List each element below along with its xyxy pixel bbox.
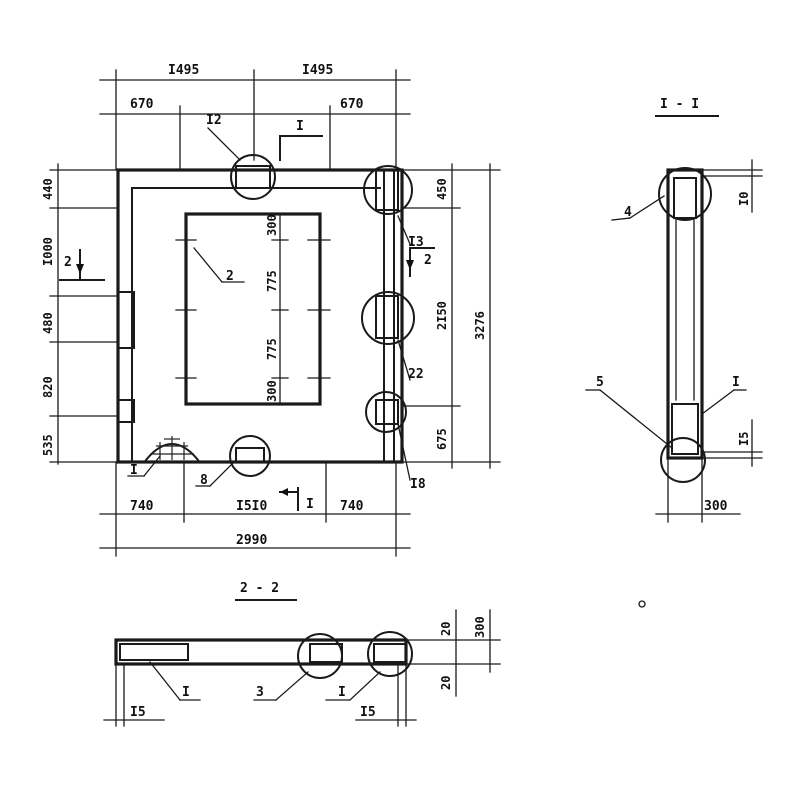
plan-left-notch-lower [117, 399, 135, 423]
detail-right-top-insert [375, 169, 399, 211]
dim-left-2: 480 [41, 312, 55, 334]
dim-inner-0: 300 [265, 214, 279, 236]
dim-top-half-right: I495 [302, 63, 333, 78]
section-I-callout-4: 4 [624, 205, 632, 220]
callout-I-plan: I [130, 463, 138, 478]
section-2-dim-20-top: 20 [439, 622, 453, 636]
plan-left-notch-upper [117, 291, 135, 349]
dim-right-total: 3276 [473, 311, 487, 340]
dim-right-1: 2I50 [435, 301, 449, 330]
section-mark-bottom [279, 487, 299, 511]
dim-left-0: 440 [41, 178, 55, 200]
callout-22: 22 [408, 367, 424, 382]
section-I-top-insert [673, 177, 697, 219]
section-2-dim-300: 300 [473, 616, 487, 638]
section-I-body [666, 168, 704, 460]
detail-circle-top [230, 154, 276, 200]
dim-inner-1: 775 [265, 270, 279, 292]
section-I-title: I - I [660, 97, 699, 112]
plan-central-opening [184, 212, 322, 406]
detail-circle-right-top [363, 165, 413, 215]
section-I-dim-bottom: I5 [737, 432, 751, 446]
hatched-loop [144, 436, 200, 462]
dim-right-2: 675 [435, 428, 449, 450]
section-mark-top [279, 135, 323, 161]
section-mark-right [406, 247, 435, 277]
detail-circle-right-low [365, 391, 407, 433]
bottom-dimension-lines [99, 461, 411, 557]
detail-right-mid-insert [375, 295, 399, 339]
section-I-callout-5: 5 [596, 375, 604, 390]
dim-right-0: 450 [435, 178, 449, 200]
section-mark-left [59, 249, 105, 281]
section-I-dim-width: 300 [704, 499, 728, 514]
section-I-view: I - I I0 I5 300 4 5 I [585, 97, 763, 523]
dim-inner-3: 300 [265, 380, 279, 402]
dim-bottom-left: 740 [130, 499, 154, 514]
section-mark-bottom-label: I [306, 497, 314, 512]
top-dimension-lines [99, 69, 411, 171]
dim-top-opening-right: 670 [340, 97, 364, 112]
callout-8: 8 [200, 473, 208, 488]
section-mark-top-label: I [296, 119, 304, 134]
dim-inner-2: 775 [265, 338, 279, 360]
dim-bottom-mid: I5I0 [236, 499, 267, 514]
dim-left-4: 535 [41, 434, 55, 456]
section-2-dim-right-bottom: I5 [360, 705, 376, 720]
section-I-top-circle [658, 167, 712, 221]
sheet-dot-mark [638, 600, 646, 608]
section-2-title: 2 - 2 [240, 581, 279, 596]
section-2-mid-circle [297, 633, 343, 679]
section-2-right-circle [367, 631, 413, 677]
section-2-callout-3: 3 [256, 685, 264, 700]
callout-13: I3 [408, 235, 424, 250]
callout-leaders [127, 127, 411, 487]
dim-left-3: 820 [41, 376, 55, 398]
plan-view: I I 2 2 I49 [41, 63, 501, 557]
dim-bottom-right: 740 [340, 499, 364, 514]
dim-bottom-total: 2990 [236, 533, 267, 548]
dim-top-opening-left: 670 [130, 97, 154, 112]
section-2-mid-insert [309, 643, 343, 663]
section-I-callout-I: I [732, 375, 740, 390]
dim-left-1: I000 [41, 237, 55, 266]
section-2-callout-I-right: I [338, 685, 346, 700]
section-2-view: 2 - 2 I5 I5 20 300 20 I 3 I [103, 581, 501, 727]
section-2-left-insert [119, 643, 189, 661]
section-2-dim-20-bottom: 20 [439, 676, 453, 690]
dim-top-half-left: I495 [168, 63, 199, 78]
section-I-bottom-circle [660, 437, 706, 483]
section-mark-left-label: 2 [64, 255, 72, 270]
detail-bottom-insert [235, 447, 265, 463]
callout-2: 2 [226, 269, 234, 284]
section-2-right-insert [373, 643, 407, 663]
detail-top-insert [235, 165, 271, 189]
left-dimension-lines [49, 163, 119, 465]
section-I-dim-top: I0 [737, 192, 751, 206]
detail-circle-right-mid [361, 291, 415, 345]
section-mark-right-label: 2 [424, 253, 432, 268]
section-I-bottom-insert [671, 403, 699, 455]
callout-18: I8 [410, 477, 426, 492]
section-2-callout-I-left: I [182, 685, 190, 700]
detail-right-low-insert [375, 399, 399, 425]
detail-circle-bottom [229, 435, 271, 477]
section-2-dim-left-bottom: I5 [130, 705, 146, 720]
right-dimension-lines [401, 163, 501, 469]
callout-12: I2 [206, 113, 222, 128]
opening-ticks [175, 239, 331, 379]
